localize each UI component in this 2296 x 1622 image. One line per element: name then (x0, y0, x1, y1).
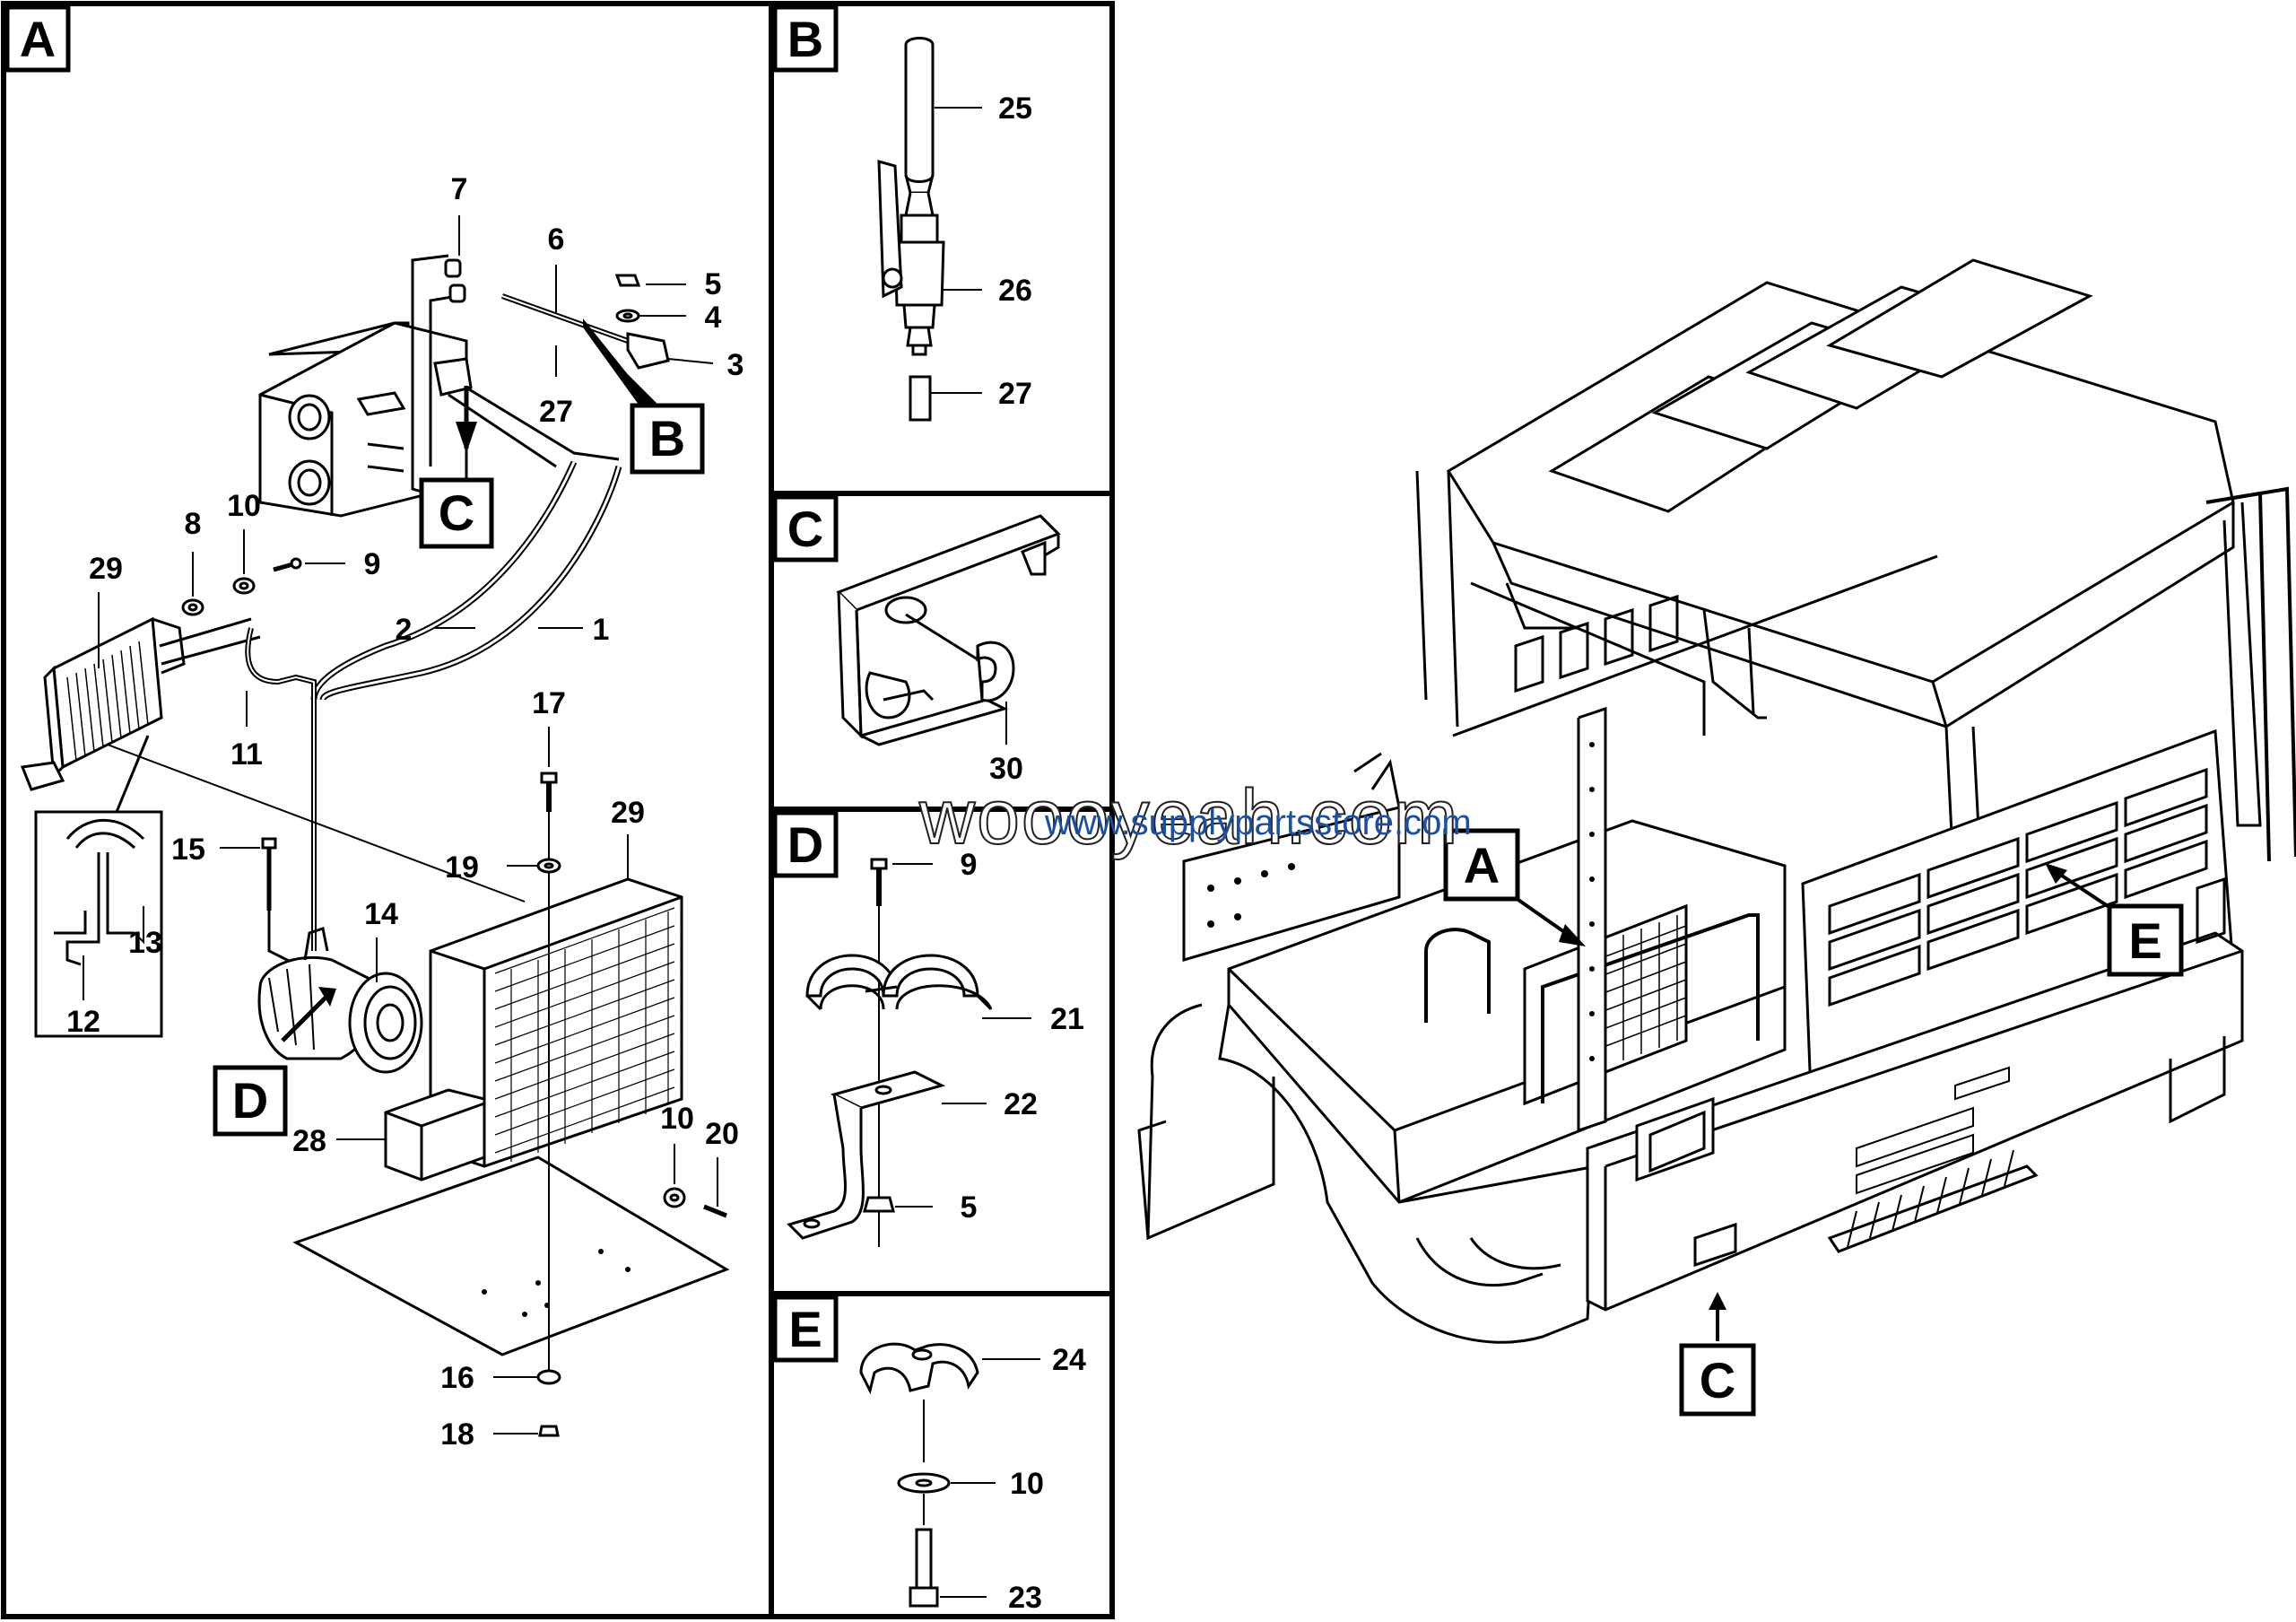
panel-d-labels: 9 21 22 5 (961, 848, 1084, 1225)
compressor (257, 927, 423, 1074)
panel-b-leaders (930, 107, 982, 394)
panel-tag-d: D (787, 816, 823, 873)
label-15: 15 (171, 833, 205, 867)
panel-e-frame (769, 1291, 1115, 1619)
label-8: 8 (185, 507, 202, 541)
label-5-d: 5 (961, 1190, 978, 1225)
callout-c-on-cab: C (1700, 1352, 1735, 1408)
label-27: 27 (539, 395, 573, 429)
condenser-left (20, 616, 261, 791)
label-16: 16 (440, 1361, 474, 1395)
cab-callouts: A E C (1443, 828, 2184, 1417)
label-11: 11 (230, 737, 263, 772)
panel-tag-c: C (787, 501, 823, 557)
label-27-b: 27 (998, 377, 1032, 411)
label-17: 17 (532, 686, 566, 720)
panel-b-drawing (877, 37, 945, 422)
panel-tag-b: B (787, 11, 823, 67)
panel-d-drawing (787, 858, 993, 1247)
panel-a-leaders (83, 215, 718, 1435)
label-7: 7 (451, 172, 468, 206)
label-22: 22 (1004, 1087, 1038, 1121)
cooler-box (384, 877, 683, 1182)
label-19: 19 (445, 850, 479, 885)
label-13: 13 (128, 926, 162, 960)
label-3: 3 (727, 348, 744, 382)
callout-c-in-a: C (439, 484, 474, 541)
panel-a-drawing (20, 254, 730, 1437)
watermark-sub: www.supplypartsstore.com (1044, 803, 1472, 842)
label-20: 20 (705, 1117, 739, 1151)
label-28: 28 (292, 1124, 326, 1158)
label-10-e: 10 (1010, 1467, 1044, 1501)
label-14: 14 (364, 897, 398, 931)
label-5: 5 (705, 267, 722, 301)
label-1: 1 (593, 613, 610, 647)
label-25: 25 (998, 92, 1032, 126)
panel-e-leaders (940, 1358, 1040, 1598)
watermark-main: woooyeah.com (918, 774, 1459, 860)
panel-tags: A B C D E (4, 4, 839, 1363)
label-23: 23 (1008, 1581, 1042, 1615)
label-29-condenser: 29 (89, 552, 123, 586)
panel-c-drawing (836, 514, 1061, 746)
label-30: 30 (989, 752, 1023, 786)
panel-d-leaders (892, 863, 1031, 1208)
label-9-d: 9 (961, 848, 978, 882)
panel-a-callouts: B C D (213, 318, 705, 1137)
label-6: 6 (548, 222, 565, 257)
callout-e-on-cab: E (2128, 912, 2161, 969)
label-24: 24 (1052, 1343, 1086, 1377)
label-26: 26 (998, 274, 1032, 308)
panel-tag-e: E (788, 1301, 822, 1357)
panel-b-labels: 25 26 27 (998, 92, 1032, 411)
panel-frames (1, 1, 1115, 1619)
label-2: 2 (396, 613, 413, 647)
evaporator-unit (258, 321, 468, 518)
label-12: 12 (66, 1005, 100, 1039)
panel-e-drawing (859, 1342, 979, 1608)
callout-a-on-cab: A (1464, 837, 1500, 894)
watermark: woooyeah.com www.supplypartsstore.com (918, 773, 1472, 861)
label-4: 4 (705, 301, 722, 335)
label-21: 21 (1050, 1002, 1084, 1036)
callout-d-in-a: D (232, 1072, 268, 1129)
label-29-cooler: 29 (611, 796, 645, 830)
panel-e-labels: 24 10 23 (1008, 1343, 1086, 1615)
panel-tag-a: A (20, 11, 56, 67)
label-10-lower: 10 (660, 1102, 694, 1136)
callout-b-in-a: B (649, 410, 685, 467)
label-9: 9 (364, 547, 381, 581)
label-10-upper: 10 (227, 489, 261, 523)
panel-a-labels: 7 6 5 4 3 27 10 8 9 29 2 1 11 17 29 15 1… (66, 172, 744, 1452)
label-18: 18 (440, 1417, 474, 1452)
cab-overview (1137, 258, 2296, 1344)
